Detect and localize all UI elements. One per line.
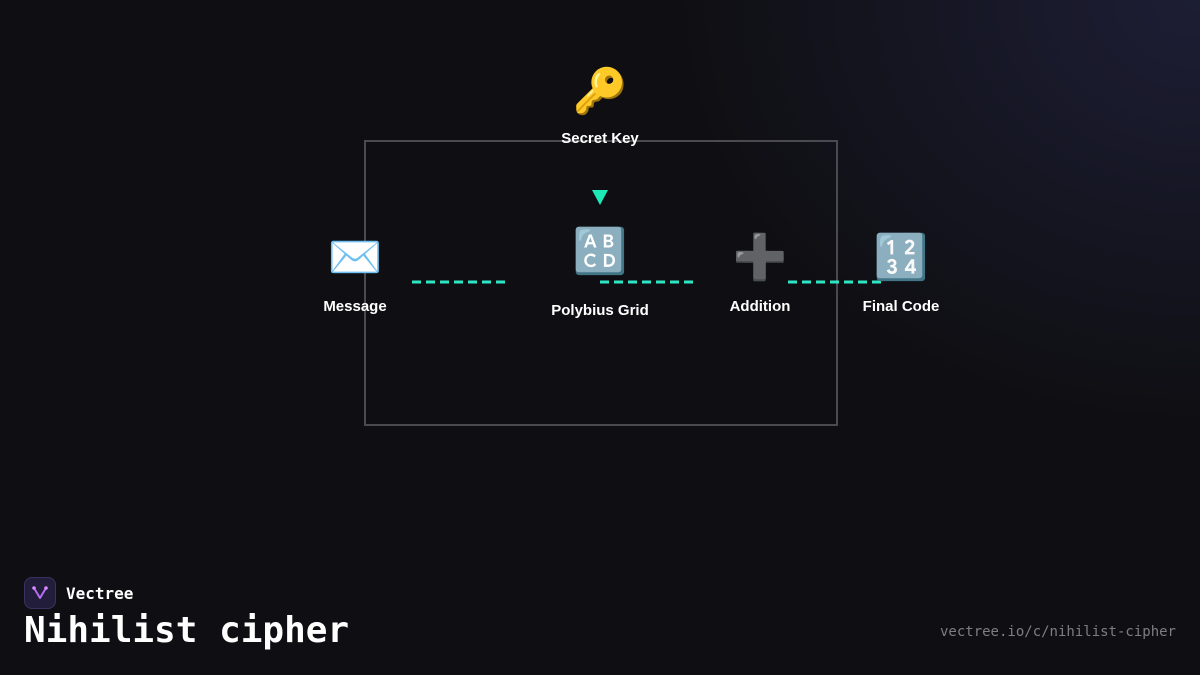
node-label-polybius-grid: Polybius Grid <box>551 302 649 319</box>
node-label-addition: Addition <box>729 298 791 315</box>
key-icon: 🔑 <box>572 67 628 116</box>
brand-name: Vectree <box>66 583 134 603</box>
node-polybius-grid: 🔠 Polybius Grid <box>530 227 670 320</box>
node-secret-key: 🔑 Secret Key <box>540 67 660 148</box>
plus-icon: ➕ <box>732 233 788 282</box>
node-final-code: 🔢 Final Code <box>846 233 956 316</box>
node-label-secret-key: Secret Key <box>561 130 639 147</box>
abcd-icon: 🔠 <box>572 227 628 276</box>
envelope-icon: ✉️ <box>327 233 383 282</box>
node-message: ✉️ Message <box>300 233 410 316</box>
key-to-grid-arrow <box>592 169 608 205</box>
page-url[interactable]: vectree.io/c/nihilist-cipher <box>939 624 1176 640</box>
node-label-final-code: Final Code <box>862 298 940 315</box>
vectree-logo-icon <box>24 577 56 609</box>
brand[interactable]: Vectree <box>24 577 133 609</box>
page-title: Nihilist cipher <box>24 610 350 651</box>
numbers-1234-icon: 🔢 <box>873 233 929 282</box>
node-addition: ➕ Addition <box>705 233 815 316</box>
node-label-message: Message <box>323 298 387 315</box>
